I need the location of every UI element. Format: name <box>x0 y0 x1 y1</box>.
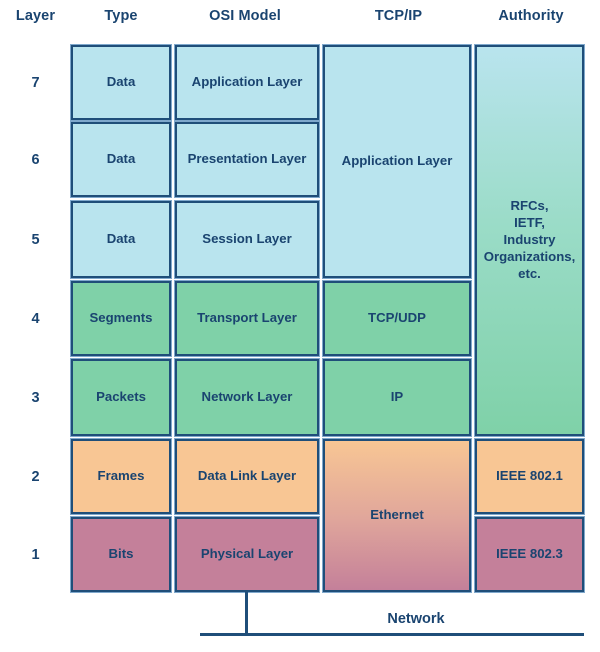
type-cell-layer-2: Frames <box>70 438 172 515</box>
layer-number-4: 4 <box>31 310 40 327</box>
authority-cell-ieee-802-1: IEEE 802.1 <box>474 438 585 515</box>
type-cell-layer-3: Packets <box>70 358 172 437</box>
osi-cell-layer-6: Presentation Layer <box>174 121 320 198</box>
layer-number-7: 7 <box>31 74 40 91</box>
column-header-layer: Layer <box>15 8 56 24</box>
network-connector-horizontal-line <box>200 633 584 636</box>
osi-cell-layer-5: Session Layer <box>174 200 320 279</box>
osi-cell-layer-3: Network Layer <box>174 358 320 437</box>
layer-number-2: 2 <box>31 468 40 485</box>
type-cell-layer-4: Segments <box>70 280 172 357</box>
osi-cell-layer-4: Transport Layer <box>174 280 320 357</box>
network-connector-vertical-line <box>245 592 248 636</box>
tcpip-cell-transport: TCP/UDP <box>322 280 472 357</box>
column-header-authority: Authority <box>498 8 564 24</box>
osi-cell-layer-7: Application Layer <box>174 44 320 121</box>
type-cell-layer-1: Bits <box>70 516 172 593</box>
type-cell-layer-6: Data <box>70 121 172 198</box>
layer-number-6: 6 <box>31 151 40 168</box>
column-header-type: Type <box>104 8 138 24</box>
layer-number-5: 5 <box>31 231 40 248</box>
type-cell-layer-7: Data <box>70 44 172 121</box>
column-header-tcpip: TCP/IP <box>374 8 423 24</box>
layer-number-1: 1 <box>31 546 40 563</box>
osi-cell-layer-1: Physical Layer <box>174 516 320 593</box>
osi-cell-layer-2: Data Link Layer <box>174 438 320 515</box>
tcpip-cell-application: Application Layer <box>322 44 472 279</box>
column-header-osi-model: OSI Model <box>209 8 281 24</box>
tcpip-cell-link: Ethernet <box>322 438 472 593</box>
authority-cell-ieee-802-3: IEEE 802.3 <box>474 516 585 593</box>
type-cell-layer-5: Data <box>70 200 172 279</box>
layer-number-3: 3 <box>31 389 40 406</box>
authority-cell-upper: RFCs, IETF, Industry Organizations, etc. <box>474 44 585 437</box>
tcpip-cell-internet: IP <box>322 358 472 437</box>
network-label: Network <box>387 611 445 627</box>
